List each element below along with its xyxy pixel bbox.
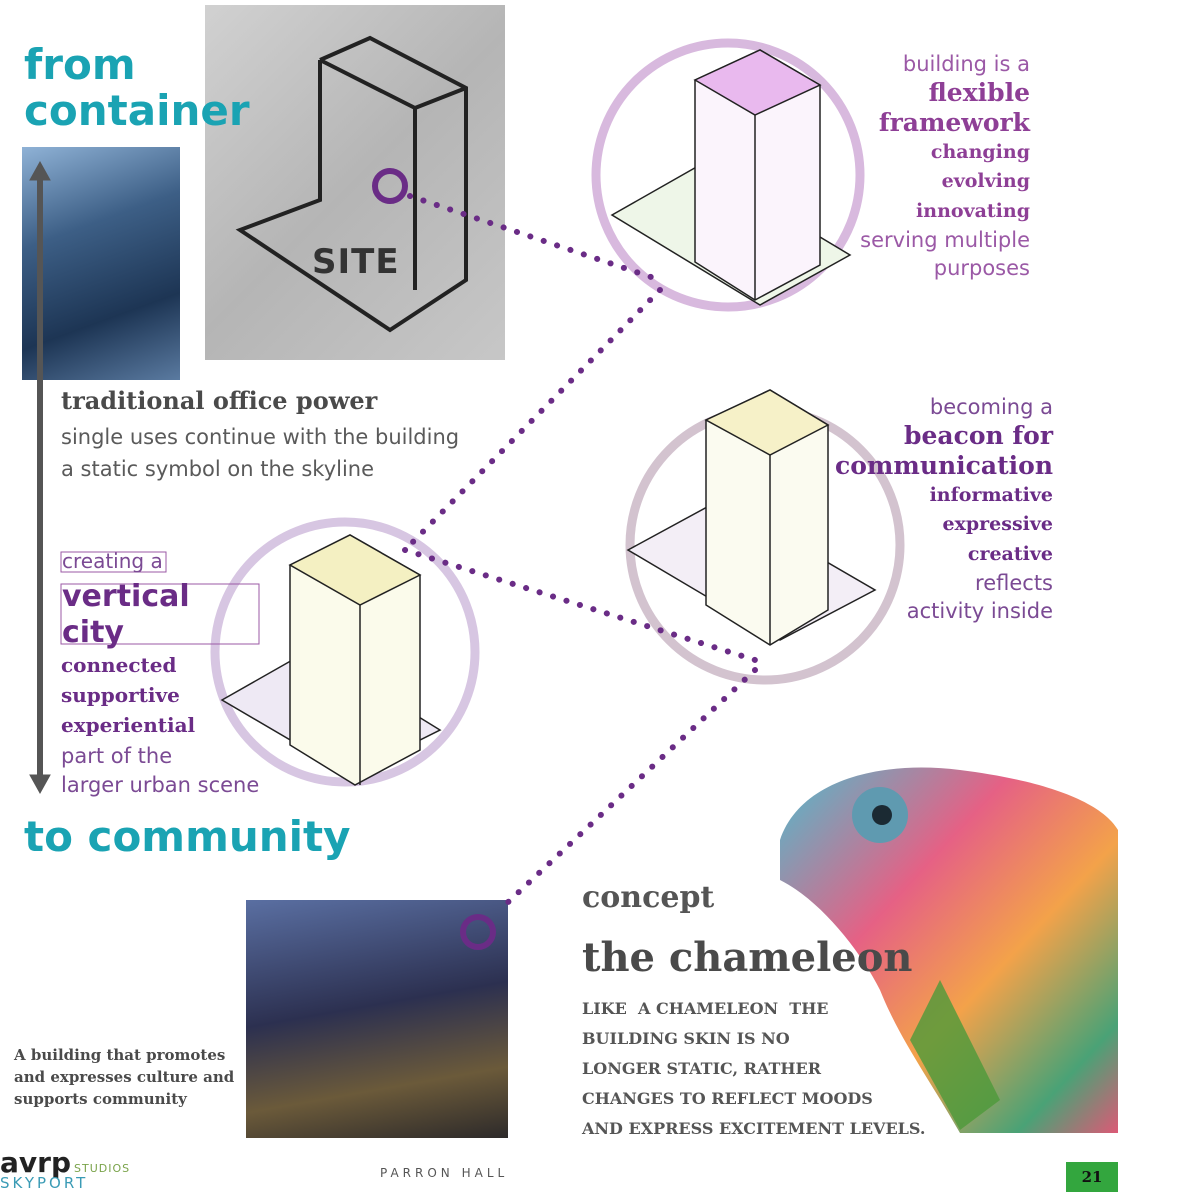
beacon-line5: expressive xyxy=(942,513,1053,535)
beacon-text-block: becoming a beacon for communication info… xyxy=(808,393,1053,625)
creating-text: creating a xyxy=(62,549,163,573)
from-line1: from xyxy=(24,40,136,89)
beacon-line8: activity inside xyxy=(906,599,1053,623)
caption-line3: supports community xyxy=(14,1090,187,1108)
flexible-line1: building is a xyxy=(902,52,1030,76)
site-aerial-photo xyxy=(205,5,505,360)
concept-title: the chameleon xyxy=(582,934,913,981)
flexible-line3: framework xyxy=(878,108,1030,137)
flexible-line8: purposes xyxy=(933,256,1030,280)
community-caption: A building that promotes and expresses c… xyxy=(14,1044,234,1110)
supportive-text: supportive xyxy=(61,683,180,707)
beacon-line6: creative xyxy=(967,543,1053,565)
flexible-line2: flexible xyxy=(928,78,1030,107)
vertical-text: vertical xyxy=(62,579,190,614)
concept-body1: LIKE A CHAMELEON THE xyxy=(582,999,829,1018)
beacon-line7: reflects xyxy=(975,571,1053,595)
footer-title: PARRON HALL xyxy=(380,1166,509,1180)
office-tower-photo xyxy=(22,147,180,380)
beacon-line2: beacon for xyxy=(904,421,1053,450)
beacon-building xyxy=(626,389,877,646)
community-marker xyxy=(460,914,496,950)
caption-line2: and expresses culture and xyxy=(14,1068,235,1086)
vertical-city-box xyxy=(60,583,260,645)
flexible-circle xyxy=(591,38,865,312)
experiential-text: experiential xyxy=(61,713,196,737)
page-number: 21 xyxy=(1066,1162,1118,1192)
beacon-line1: becoming a xyxy=(929,395,1053,419)
vertical-arrow xyxy=(29,160,51,795)
logo-main: avrp xyxy=(0,1146,71,1179)
flexible-line5: evolving xyxy=(941,170,1030,192)
vertical-city-building xyxy=(220,534,442,786)
traditional-title: traditional office power xyxy=(61,386,378,415)
caption-line1: A building that promotes xyxy=(14,1046,226,1064)
site-outline xyxy=(235,35,468,333)
concept-body: LIKE A CHAMELEON THE BUILDING SKIN IS NO… xyxy=(582,994,925,1144)
footer-logo: avrp STUDIOS SKYPORT xyxy=(0,1148,140,1192)
beacon-line3: communication xyxy=(835,451,1053,480)
beacon-line4: informative xyxy=(929,484,1053,506)
city-text: city xyxy=(62,615,124,650)
logo-studios: STUDIOS xyxy=(74,1162,131,1175)
connected-text: connected xyxy=(61,653,177,677)
vertical-city-circle xyxy=(210,517,480,787)
dotted-connectors xyxy=(402,193,758,908)
creating-box xyxy=(60,551,167,573)
flexible-line6: innovating xyxy=(916,200,1030,222)
from-heading: from container xyxy=(24,42,250,134)
flexible-line7: serving multiple xyxy=(860,228,1030,252)
part-of-text: part of the xyxy=(61,744,173,768)
concept-body3: LONGER STATIC, RATHER xyxy=(582,1059,821,1078)
to-community-heading: to community xyxy=(24,812,351,861)
larger-text: larger urban scene xyxy=(61,773,260,797)
flexible-text-block: building is a flexible framework changin… xyxy=(830,50,1030,282)
concept-body4: CHANGES TO REFLECT MOODS xyxy=(582,1089,873,1108)
traditional-line1: single uses continue with the building xyxy=(61,425,460,449)
site-label: SITE xyxy=(312,242,400,282)
flexible-building xyxy=(610,49,852,306)
site-marker xyxy=(372,168,408,204)
flexible-line4: changing xyxy=(930,141,1030,163)
logo-sub: SKYPORT xyxy=(0,1174,89,1192)
traditional-line2: a static symbol on the skyline xyxy=(61,457,375,481)
concept-body5: AND EXPRESS EXCITEMENT LEVELS. xyxy=(582,1119,926,1138)
concept-label: concept xyxy=(582,880,715,915)
from-line2: container xyxy=(24,86,250,135)
concept-body2: BUILDING SKIN IS NO xyxy=(582,1029,790,1048)
